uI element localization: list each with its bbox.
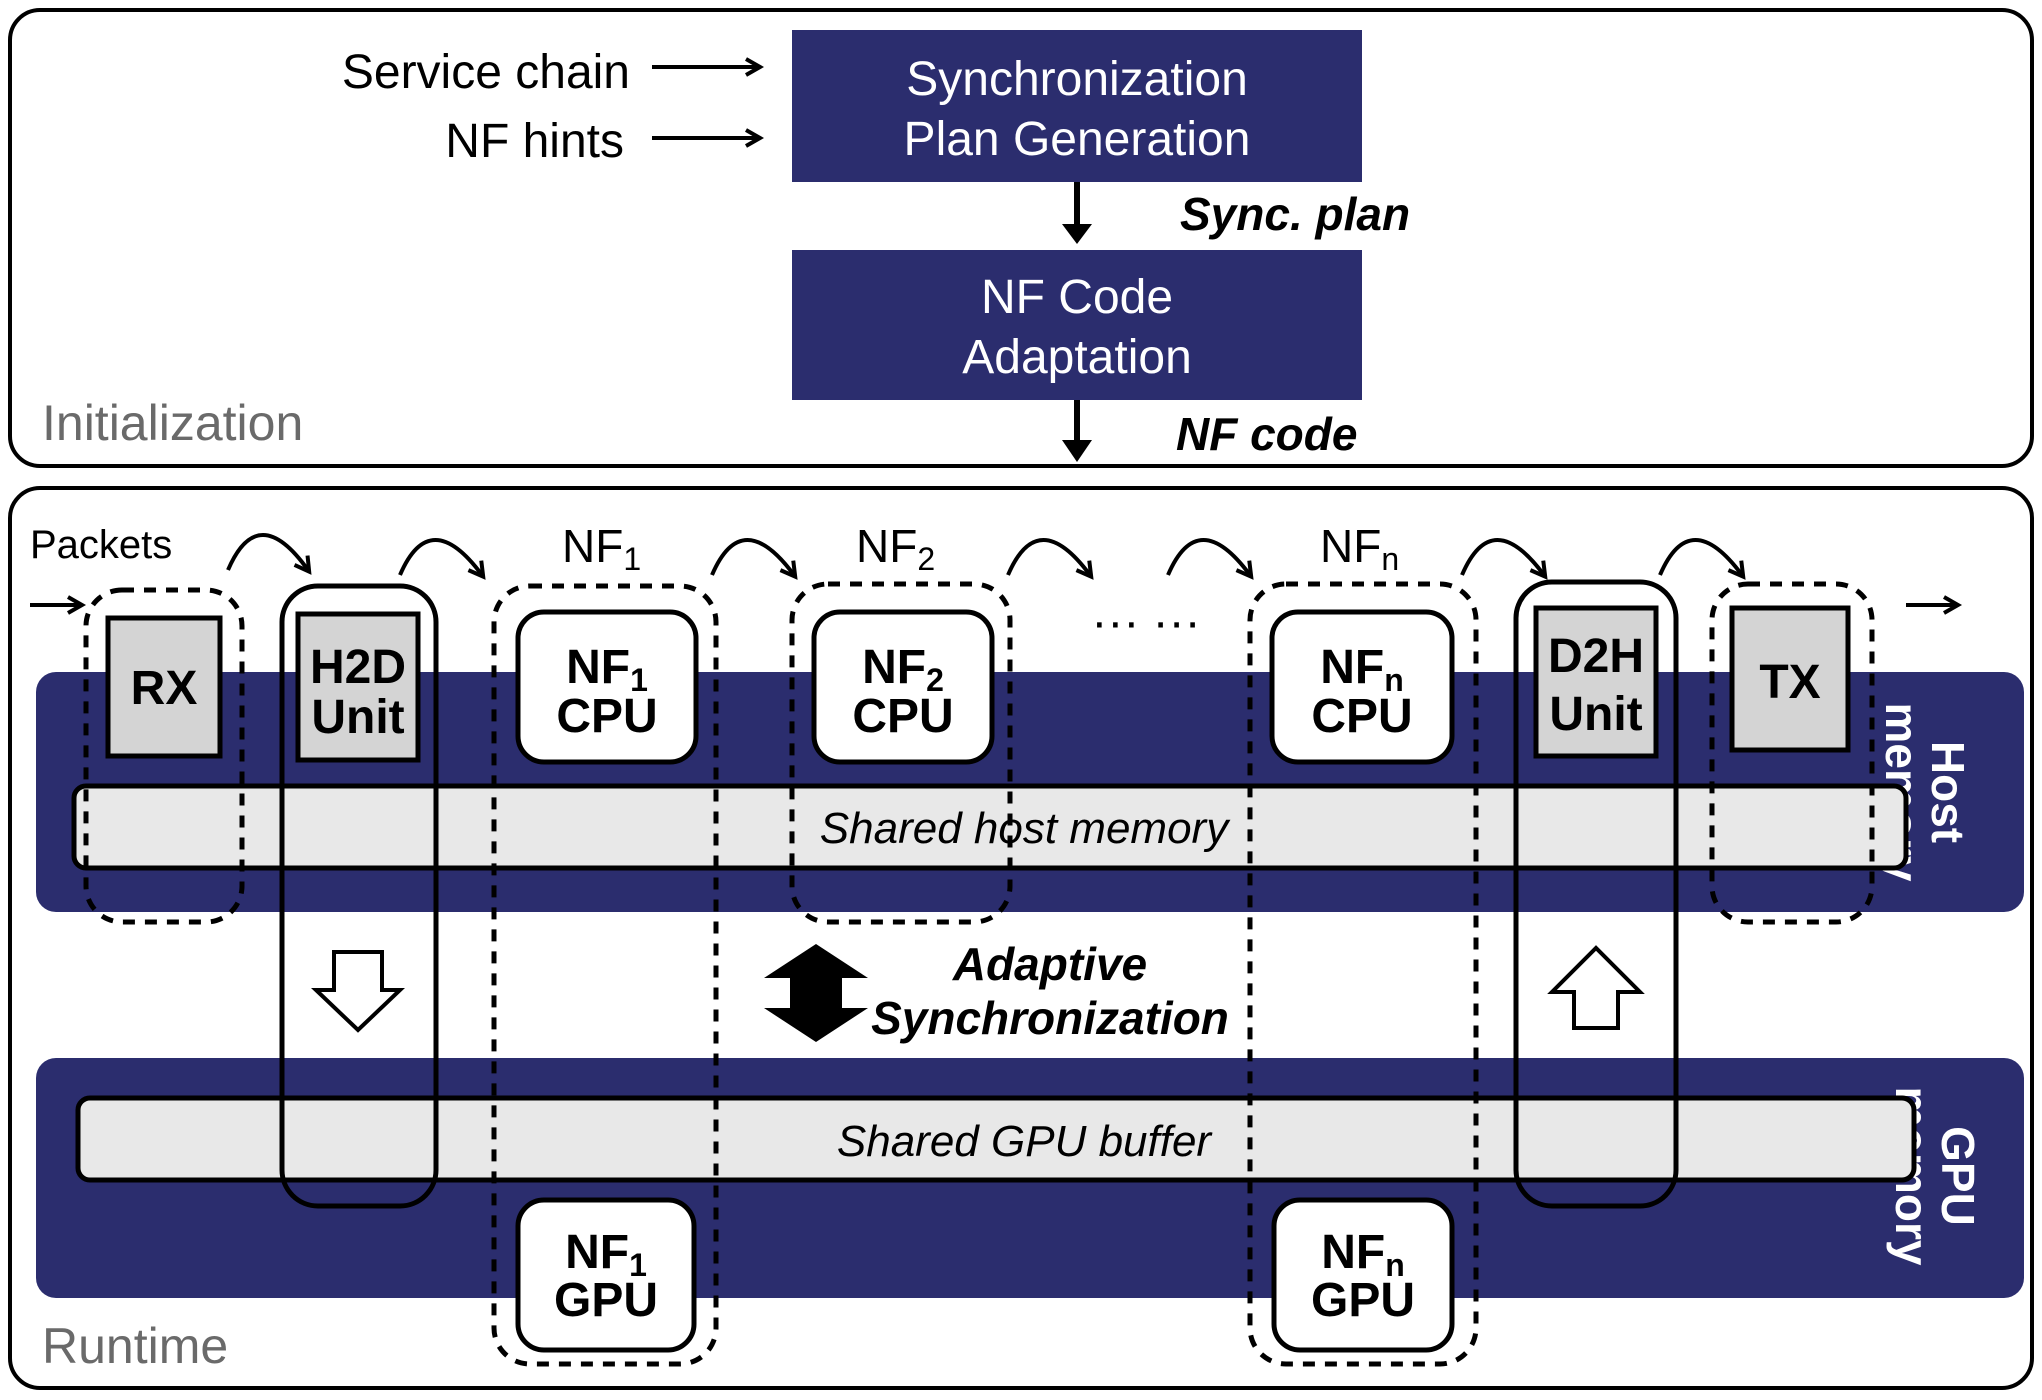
adaptive-sync-double-arrow [764, 944, 868, 1042]
shared-gpu-buffer-bar [75, 1095, 1917, 1183]
nf1-gpu-label: GPU [554, 1274, 658, 1327]
shared-host-memory-bar [71, 783, 1909, 871]
adaptive-sync-line2: Synchronization [871, 992, 1229, 1044]
nfn-cpu-box: NFn CPU [1269, 609, 1455, 765]
sync-plan-generation-box: Synchronization Plan Generation [792, 30, 1362, 182]
initialization-label: Initialization [42, 395, 303, 451]
svg-text:GPU: GPU [1932, 1126, 1984, 1226]
nf1-group [491, 583, 719, 1367]
shared-host-memory-label: Shared host memory [820, 804, 1231, 853]
sync-plan-line1: Synchronization [906, 53, 1248, 106]
shared-gpu-buffer-label: Shared GPU buffer [837, 1117, 1214, 1166]
nfn-cpu-label: CPU [1311, 690, 1412, 743]
nf2-header: NF2 [856, 520, 935, 577]
nf2-cpu-label: CPU [852, 690, 953, 743]
nf1-header: NF1 [562, 520, 641, 577]
tx-box: TX [1729, 605, 1851, 753]
nfn-gpu-label: GPU [1311, 1274, 1415, 1327]
tx-group [1709, 581, 1875, 925]
nf2-cpu-title: NF2 [862, 641, 944, 698]
rx-label: RX [131, 662, 198, 715]
h2d-line1: H2D [310, 641, 406, 694]
nf1-gpu-box: NF1 GPU [515, 1197, 697, 1353]
nf-code-adaptation-box: NF Code Adaptation [792, 250, 1362, 400]
nf1-gpu-title: NF1 [565, 1226, 647, 1283]
nf1-cpu-box: NF1 CPU [515, 609, 699, 765]
input-nf-hints: NF hints [445, 115, 624, 168]
nfn-header: NFn [1320, 520, 1399, 577]
svg-text:Host: Host [1922, 741, 1974, 843]
d2h-unit-box: D2H Unit [1533, 605, 1659, 759]
input-service-chain: Service chain [342, 46, 630, 99]
tx-label: TX [1759, 656, 1820, 709]
nfn-cpu-title: NFn [1320, 641, 1404, 698]
d2h-line1: D2H [1548, 630, 1644, 683]
rx-box: RX [105, 615, 223, 759]
nf-code-output-label: NF code [1176, 408, 1357, 460]
sync-plan-output-label: Sync. plan [1180, 188, 1410, 240]
nfn-gpu-title: NFn [1321, 1226, 1405, 1283]
dashed-groups [83, 581, 1875, 1367]
nf1-cpu-label: CPU [556, 690, 657, 743]
adaptive-sync-line1: Adaptive [952, 938, 1147, 990]
ellipsis: ··· ··· [1091, 596, 1200, 649]
h2d-group [279, 583, 439, 1209]
rx-group [83, 587, 245, 925]
h2d-line2: Unit [311, 691, 404, 744]
sync-plan-line2: Plan Generation [904, 113, 1251, 166]
h2d-unit-box: H2D Unit [295, 611, 421, 763]
h2d-down-arrow [311, 950, 405, 1033]
packets-label: Packets [30, 523, 172, 567]
nf2-cpu-box: NF2 CPU [811, 609, 995, 765]
nf1-cpu-title: NF1 [566, 641, 648, 698]
d2h-group [1513, 579, 1679, 1209]
runtime-label: Runtime [42, 1318, 228, 1374]
nfn-group [1247, 581, 1479, 1367]
nfn-gpu-box: NFn GPU [1271, 1197, 1455, 1353]
flow-arrows [226, 533, 1746, 580]
d2h-up-arrow [1547, 945, 1645, 1030]
d2h-line2: Unit [1549, 688, 1642, 741]
code-adapt-line2: Adaptation [962, 331, 1192, 384]
nf2-group [789, 581, 1013, 925]
initialization-panel [8, 8, 2034, 468]
code-adapt-line1: NF Code [981, 271, 1173, 324]
